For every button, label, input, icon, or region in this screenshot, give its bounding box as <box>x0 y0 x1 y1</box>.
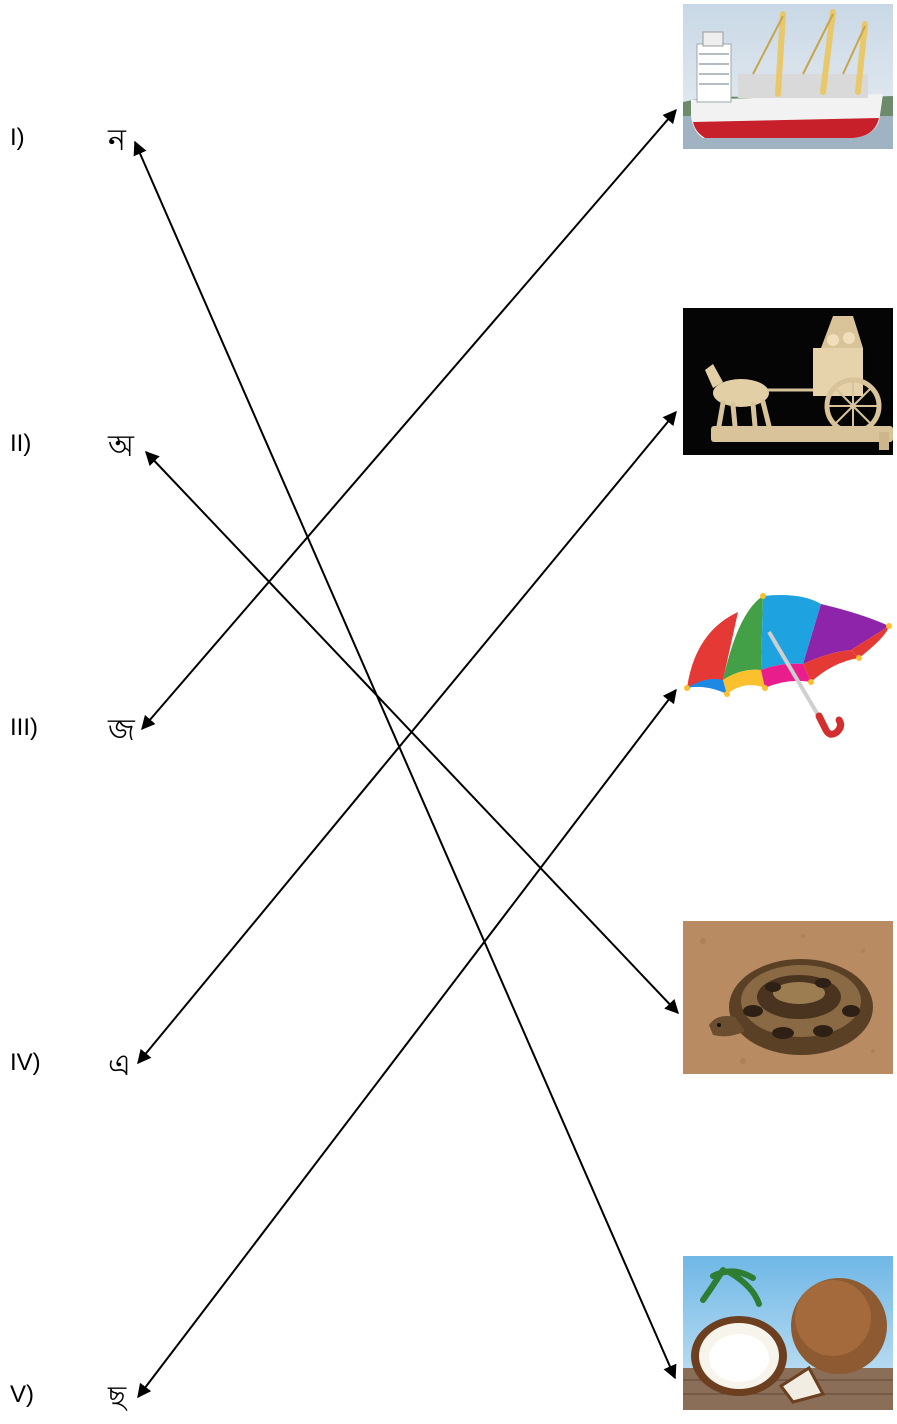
arrow-ja-ship <box>142 110 676 729</box>
arrow-e-chariot <box>138 412 676 1063</box>
arrow-chha-umbrella <box>138 690 676 1397</box>
arrow-na-coconut <box>135 142 675 1378</box>
